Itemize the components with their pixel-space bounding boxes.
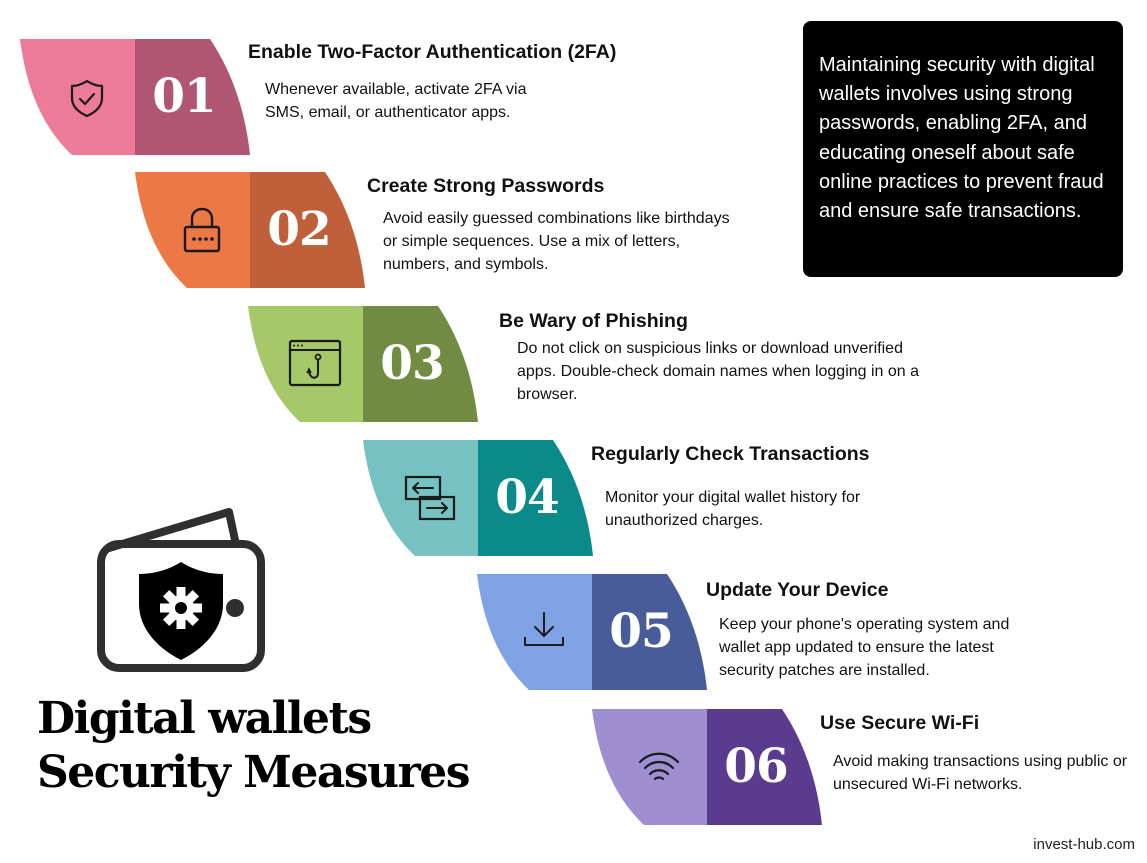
step-02-number: 02 <box>267 202 331 257</box>
step-05-leaf <box>477 574 707 690</box>
wifi-icon <box>638 752 680 781</box>
step-01-number: 01 <box>152 69 216 124</box>
download-icon <box>524 612 564 646</box>
main-title-line-1: Digital wallets <box>37 693 372 744</box>
step-03-leaf <box>248 306 478 422</box>
step-06-description: Avoid making transactions using public o… <box>833 753 1128 793</box>
step-01-leaf <box>20 39 250 155</box>
step-05-description: Keep your phone's operating system and w… <box>719 616 1010 679</box>
step-02-title: Create Strong Passwords <box>367 175 605 197</box>
step-04-description: Monitor your digital wallet history for … <box>605 489 861 529</box>
step-03-description: Do not click on suspicious links or down… <box>517 340 920 403</box>
step-06-number: 06 <box>724 739 788 794</box>
step-06-title: Use Secure Wi-Fi <box>820 712 980 734</box>
step-05-title: Update Your Device <box>706 579 889 601</box>
step-04-number: 04 <box>495 470 559 525</box>
step-02-description: Avoid easily guessed combinations like b… <box>383 210 730 273</box>
step-01-description: Whenever available, activate 2FA via SMS… <box>265 81 527 121</box>
transfer-arrows-icon <box>404 475 456 521</box>
step-03-number: 03 <box>380 336 444 391</box>
summary-text: Maintaining security with digital wallet… <box>819 54 1104 223</box>
step-05-number: 05 <box>609 604 673 659</box>
step-03-title: Be Wary of Phishing <box>499 310 688 332</box>
step-02-leaf <box>135 172 365 288</box>
step-06-leaf <box>592 709 822 825</box>
step-05: 05 <box>477 574 717 690</box>
footer-source: invest-hub.com <box>1033 836 1135 853</box>
step-02: 02 <box>135 172 375 288</box>
step-01: 01 <box>20 39 260 155</box>
phishing-hook-icon <box>288 339 342 387</box>
step-01-title: Enable Two-Factor Authentication (2FA) <box>248 41 617 63</box>
padlock-icon <box>183 207 221 253</box>
wallet-shield-icon <box>97 508 265 672</box>
step-06: 06 <box>592 709 832 825</box>
step-04-title: Regularly Check Transactions <box>591 443 870 465</box>
step-04: 04 <box>363 440 603 556</box>
main-title-line-2: Security Measures <box>37 747 471 798</box>
summary-box: Maintaining security with digital wallet… <box>803 21 1123 277</box>
shield-check-icon <box>70 79 104 118</box>
step-03: 03 <box>248 306 488 422</box>
